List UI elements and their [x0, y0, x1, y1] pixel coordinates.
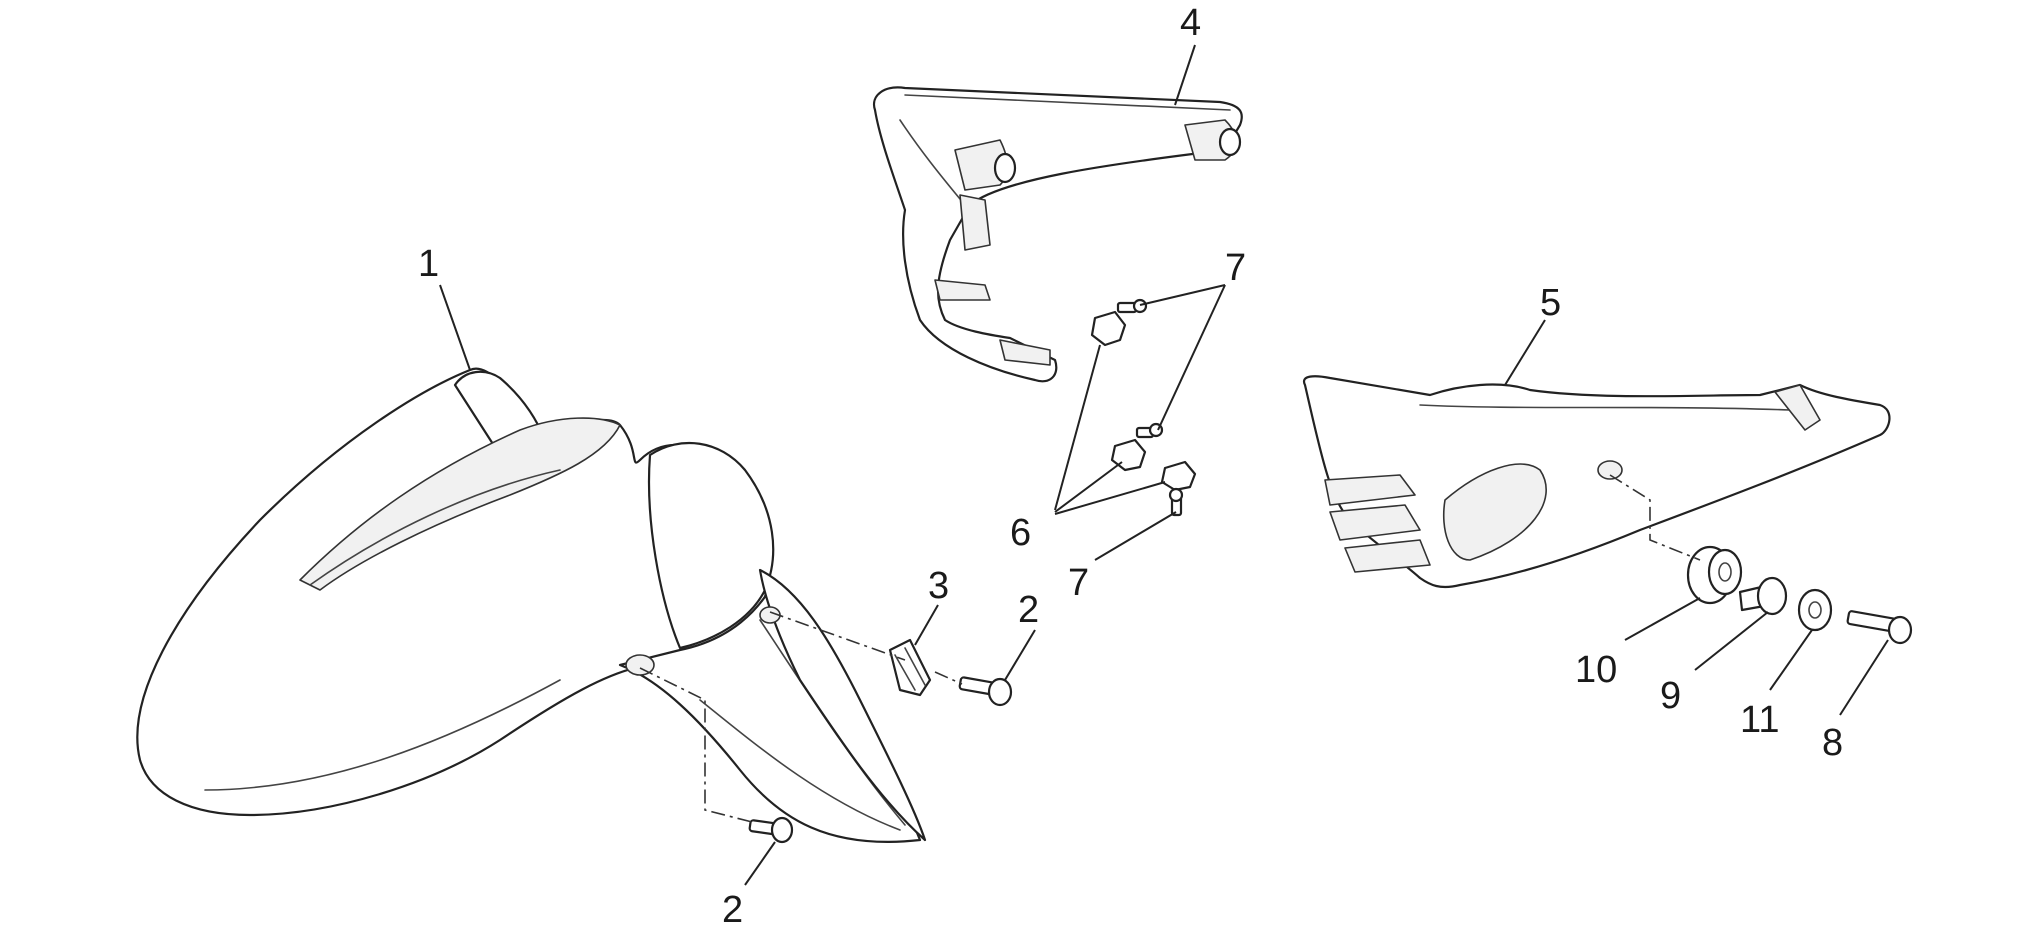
side-cover [1302, 375, 1891, 589]
assembly-axes [639, 474, 1701, 823]
front-mudguard [136, 367, 927, 844]
callout-3: 3 [928, 565, 949, 607]
clip-lower [1160, 460, 1197, 492]
callout-numbers: 1 2 2 3 4 5 6 7 7 10 9 11 8 [418, 2, 1843, 931]
washer [1797, 588, 1833, 632]
screw-lower [748, 816, 794, 844]
small-screw-a [1116, 298, 1148, 314]
callout-2-lower: 2 [722, 889, 743, 931]
callout-6: 6 [1010, 512, 1031, 554]
spacer [1738, 576, 1788, 616]
callout-4: 4 [1180, 2, 1201, 44]
small-screw-b [1135, 422, 1164, 439]
screw-upper [958, 676, 1013, 707]
upper-cover [872, 86, 1243, 383]
callout-1: 1 [418, 243, 439, 285]
leader-lines [439, 44, 1889, 886]
callout-8: 8 [1822, 722, 1843, 764]
grommet [1686, 545, 1743, 605]
callout-11: 11 [1740, 699, 1779, 741]
callout-9: 9 [1660, 675, 1681, 717]
callout-7-upper: 7 [1225, 247, 1246, 289]
callout-10: 10 [1575, 649, 1617, 691]
callout-2-upper: 2 [1018, 589, 1039, 631]
clip-nut [888, 638, 932, 697]
bolt [1846, 610, 1913, 645]
callout-7-lower: 7 [1068, 562, 1089, 604]
clip-upper [1090, 310, 1127, 347]
small-screw-c [1168, 487, 1184, 517]
callout-5: 5 [1540, 282, 1561, 324]
